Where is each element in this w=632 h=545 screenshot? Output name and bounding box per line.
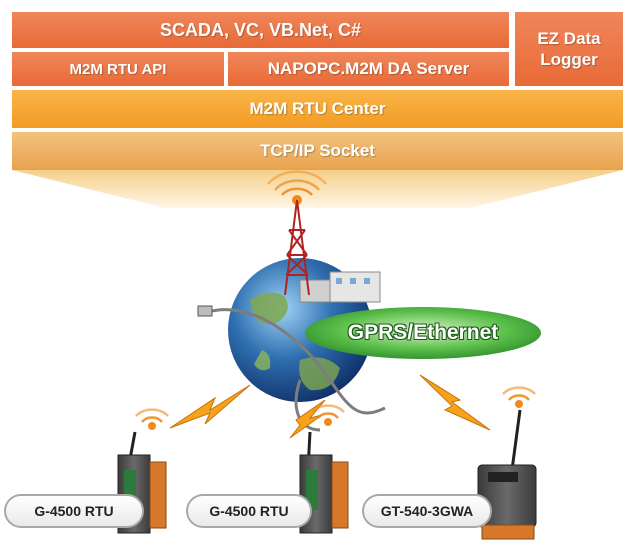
ez-data-logger-layer: EZ Data Logger <box>515 12 623 86</box>
device3-signal-icon <box>502 386 536 408</box>
tower-signal-icon <box>267 170 327 205</box>
gprs-cloud-shape <box>305 307 541 359</box>
device-label-3: GT-540-3GWA <box>362 494 492 528</box>
device1-signal-icon <box>135 408 169 430</box>
rtu-api-layer: M2M RTU API <box>12 52 224 86</box>
gateway-device-icon <box>477 409 537 540</box>
rtu-center-layer: M2M RTU Center <box>12 90 623 128</box>
device-label-1: G-4500 RTU <box>4 494 144 528</box>
device-label-2: G-4500 RTU <box>186 494 312 528</box>
building-icon <box>299 271 381 303</box>
tcpip-socket-layer: TCP/IP Socket <box>12 132 623 170</box>
scada-layer: SCADA, VC, VB.Net, C# <box>12 12 509 48</box>
cell-tower-icon <box>284 199 310 296</box>
device2-signal-icon <box>311 404 345 426</box>
napopc-server-layer: NAPOPC.M2M DA Server <box>228 52 509 86</box>
ethernet-cable-icon <box>197 305 386 432</box>
gprs-ethernet-label: GPRS/Ethernet <box>347 321 499 344</box>
